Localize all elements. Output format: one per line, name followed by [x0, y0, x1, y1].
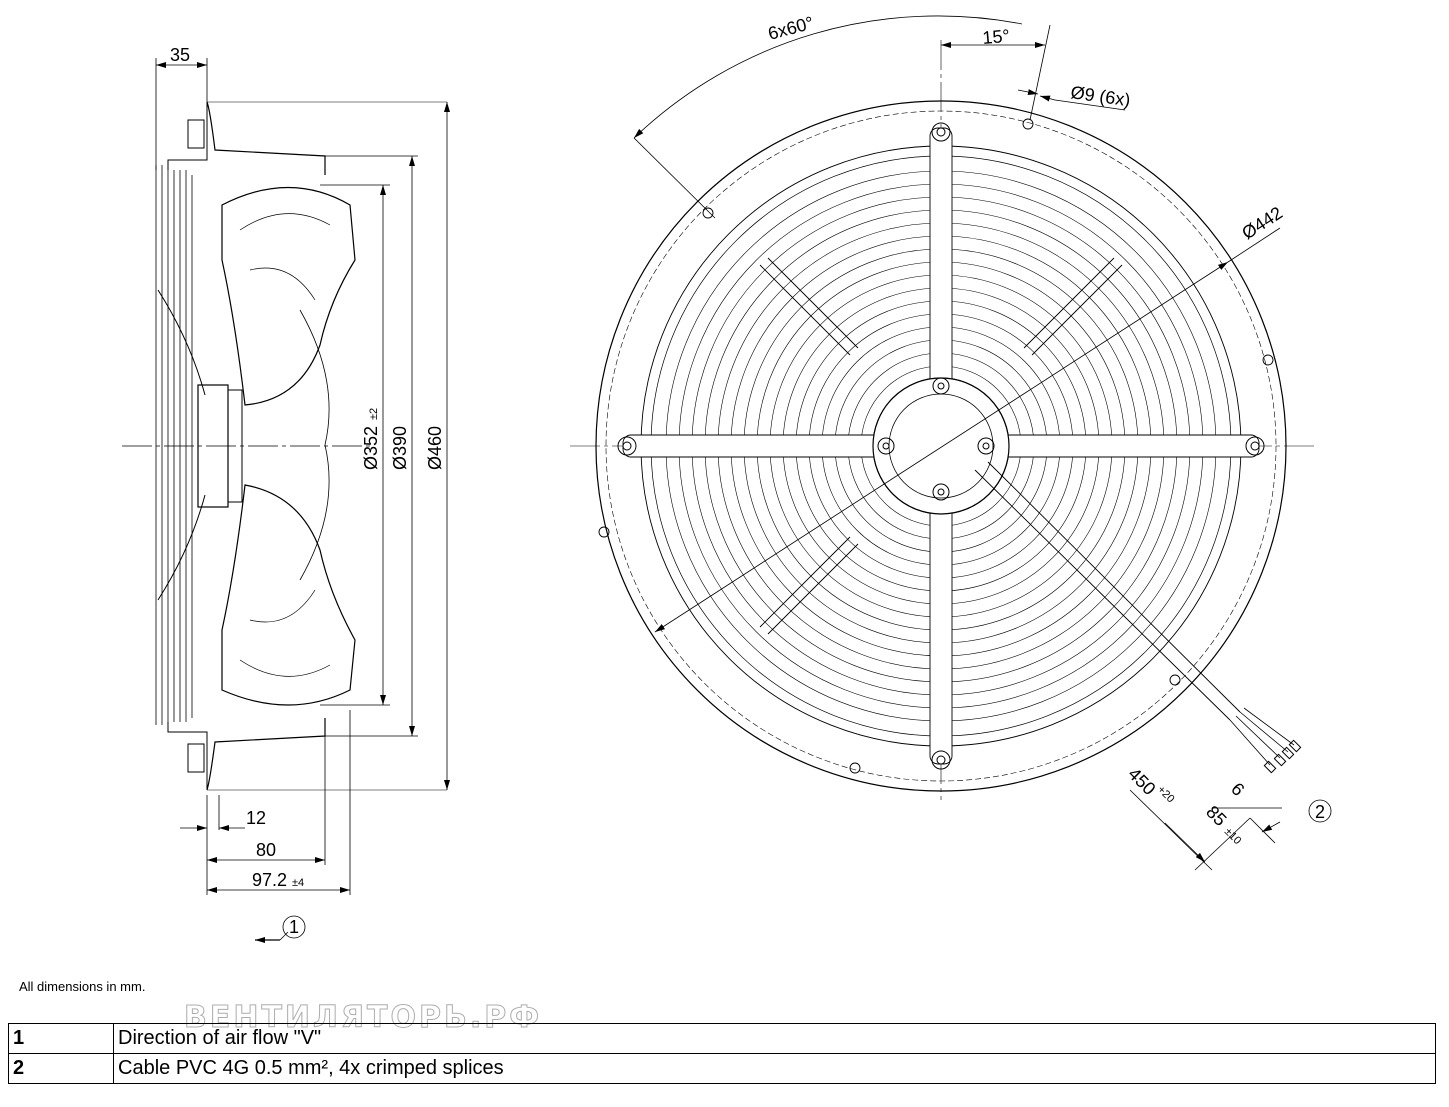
dim-85-tol: ±10 [1222, 826, 1243, 847]
dim-450-tol: +20 [1155, 784, 1177, 806]
legend-number: 1 [8, 1023, 114, 1054]
dim-450: 450 [1124, 764, 1159, 799]
dim-6x60: 6x60° [766, 13, 816, 44]
legend-row: 2 Cable PVC 4G 0.5 mm², 4x crimped splic… [8, 1053, 1436, 1084]
legend-text: Direction of air flow "V" [113, 1023, 1436, 1054]
dim-6: 6 [1227, 779, 1248, 800]
side-view-labels: 35 Ø352 ±2 Ø390 Ø460 12 80 97.2 ±4 1 [170, 45, 445, 937]
front-view [570, 40, 1315, 800]
dim-d352: Ø352 [361, 426, 381, 470]
dim-d390: Ø390 [390, 426, 410, 470]
dim-97: 97.2 [252, 870, 287, 890]
dim-d442: Ø442 [1238, 203, 1286, 244]
side-view [122, 101, 447, 791]
callout-1-circle [282, 915, 306, 939]
legend-row: 1 Direction of air flow "V" [8, 1023, 1436, 1054]
dim-12: 12 [246, 808, 266, 828]
dim-d460: Ø460 [425, 426, 445, 470]
legend-table: 1 Direction of air flow "V" 2 Cable PVC … [8, 1023, 1436, 1084]
legend-number: 2 [8, 1053, 114, 1084]
legend-text: Cable PVC 4G 0.5 mm², 4x crimped splices [113, 1053, 1436, 1084]
callout-1-label: 1 [289, 917, 299, 937]
units-note: All dimensions in mm. [19, 979, 146, 994]
callout-2-label: 2 [1315, 802, 1325, 822]
dim-35: 35 [170, 45, 190, 65]
dim-85: 85 [1202, 802, 1230, 830]
side-view-dimensions [155, 58, 450, 943]
front-view-dimensions [633, 15, 1332, 871]
dim-15deg: 15° [982, 26, 1011, 48]
dim-97-tol: ±4 [292, 877, 304, 889]
dim-80: 80 [256, 840, 276, 860]
dim-d352-tol: ±2 [368, 408, 380, 420]
callout-2-circle [1308, 799, 1332, 823]
front-view-labels: 6x60° 15° Ø9 (6x) Ø442 450 +20 6 85 ±10 … [766, 13, 1325, 847]
dim-hole-d9: Ø9 (6x) [1069, 82, 1131, 110]
